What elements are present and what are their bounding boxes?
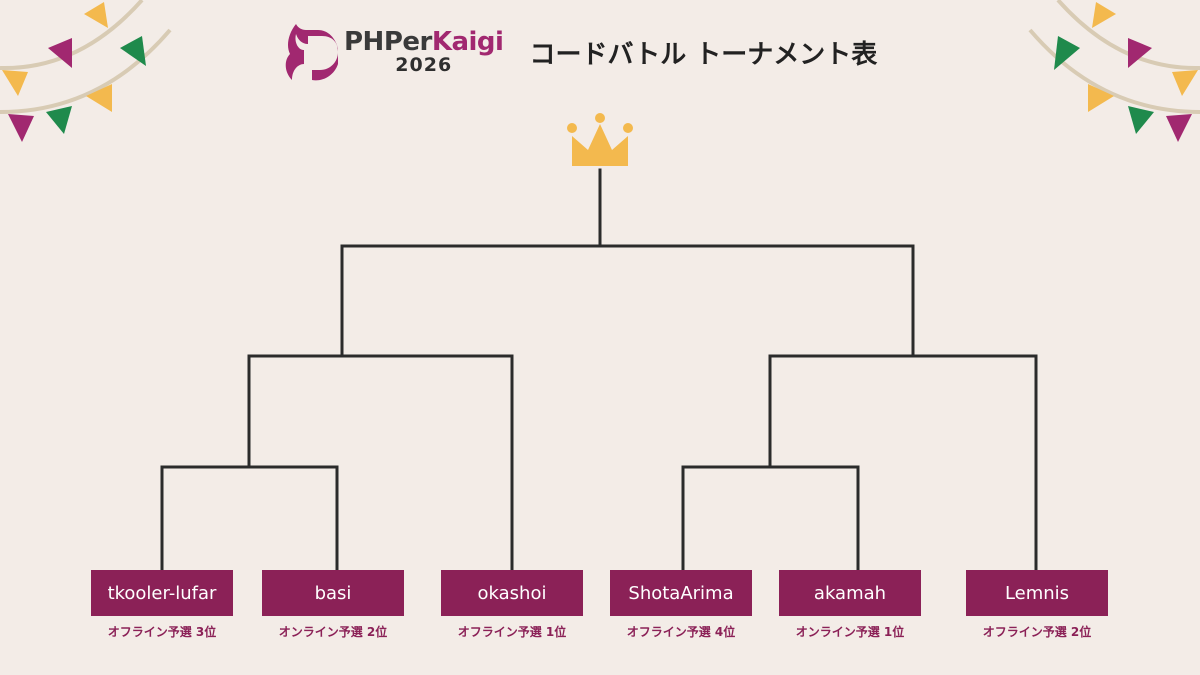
phperkaigi-logo: PHPerKaigi 2026 — [282, 20, 504, 84]
flag-icon — [86, 84, 112, 112]
bunting-left — [0, 0, 172, 142]
flag-icon — [2, 70, 28, 96]
flag-icon — [1092, 2, 1116, 28]
page-title: コードバトル トーナメント表 — [529, 39, 878, 70]
crown-icon — [567, 113, 633, 166]
qualifier-label-okashoi: オフライン予選 1位 — [457, 625, 567, 639]
flag-icon — [84, 2, 108, 28]
flag-icon — [1088, 84, 1114, 112]
player-box-basi: basi — [262, 570, 404, 616]
flag-icon — [120, 36, 146, 66]
logo-name-kaigi: Kaigi — [431, 27, 504, 57]
flag-icon — [8, 114, 34, 142]
logo-text: PHPerKaigi 2026 — [344, 27, 504, 76]
logo-name: PHPerKaigi — [344, 27, 504, 57]
logo-name-php: PHPer — [344, 27, 432, 57]
qualifier-label-akamah: オンライン予選 1位 — [795, 625, 905, 639]
flag-icon — [46, 106, 72, 134]
bunting-right — [1028, 0, 1200, 142]
flag-icon — [48, 38, 72, 68]
flag-icon — [1128, 38, 1152, 68]
player-box-tkooler-lufar: tkooler-lufar — [91, 570, 233, 616]
flame-logo-icon — [285, 24, 338, 81]
flag-icon — [1166, 114, 1192, 142]
qualifier-label-lemnis: オフライン予選 2位 — [982, 625, 1092, 639]
qualifier-label-shotaarima: オフライン予選 4位 — [626, 625, 736, 639]
player-box-okashoi: okashoi — [441, 570, 583, 616]
player-box-shotaarima: ShotaArima — [610, 570, 752, 616]
player-box-akamah: akamah — [779, 570, 921, 616]
flag-icon — [1054, 36, 1080, 70]
qualifier-label-tkooler-lufar: オフライン予選 3位 — [107, 625, 217, 639]
flag-icon — [1172, 70, 1198, 96]
logo-year: 2026 — [395, 54, 453, 76]
qualifier-label-basi: オンライン予選 2位 — [278, 625, 388, 639]
header: PHPerKaigi 2026 コードバトル トーナメント表 — [282, 20, 877, 84]
flag-icon — [1128, 106, 1154, 134]
player-box-lemnis: Lemnis — [966, 570, 1108, 616]
